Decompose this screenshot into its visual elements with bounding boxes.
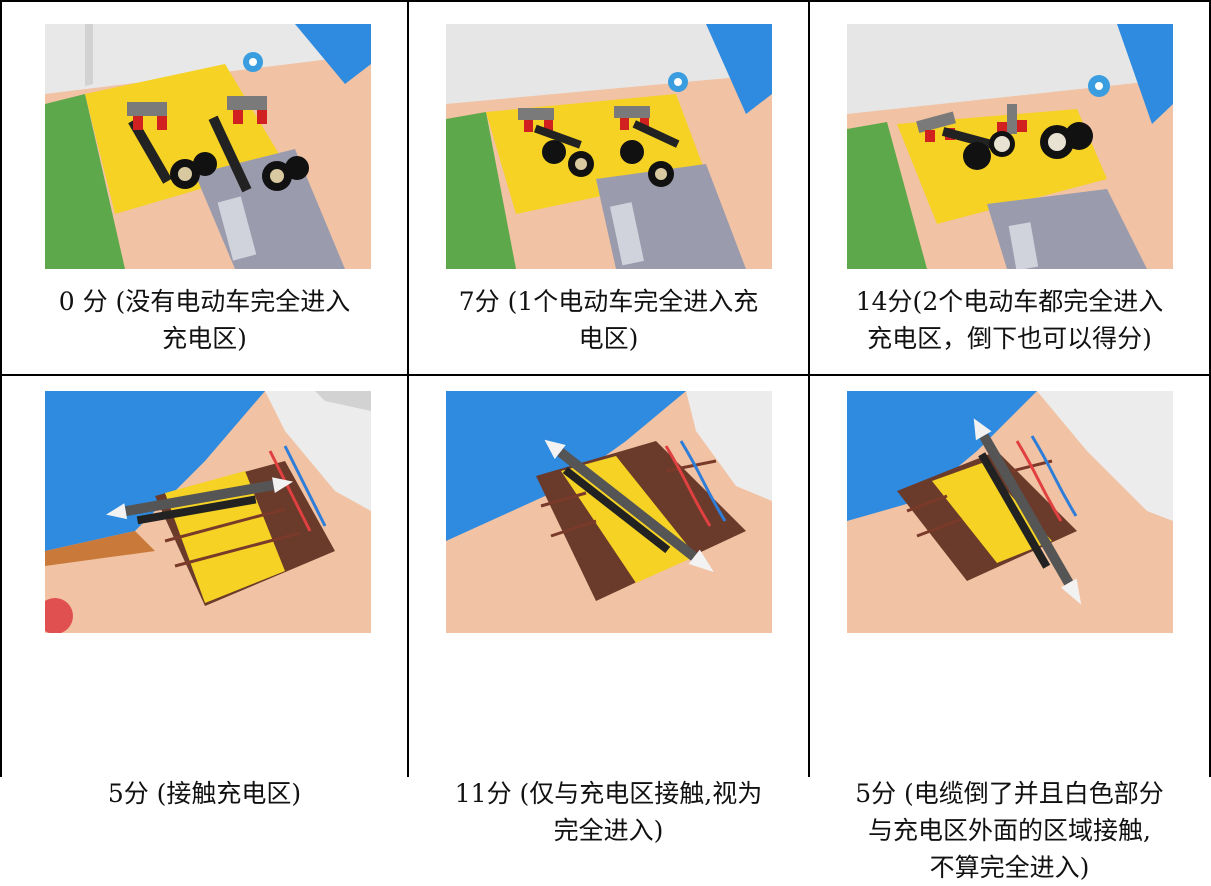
- table-cell: 5分 (电缆倒了并且白色部分 与充电区外面的区域接触, 不算完全进入): [810, 376, 1209, 882]
- table-cell: 5分 (接触充电区): [2, 376, 407, 808]
- score-caption: 5分 (电缆倒了并且白色部分 与充电区外面的区域接触, 不算完全进入): [855, 779, 1164, 882]
- table-cell: 14分(2个电动车都完全进入 充电区，倒下也可以得分): [810, 2, 1209, 374]
- score-caption: 0 分 (没有电动车完全进入 充电区): [58, 287, 351, 353]
- table-divider-row: [0, 374, 1211, 376]
- score-caption: 11分 (仅与充电区接触,视为 完全进入): [454, 779, 763, 845]
- one-vehicle-in-charging-zone-photo: [446, 24, 772, 269]
- cable-fallen-touching-outside-photo: [847, 390, 1173, 633]
- table-divider-col-2: [808, 0, 810, 777]
- score-caption: 7分 (1个电动车完全进入充 电区): [458, 287, 759, 353]
- table-divider-col-1: [407, 0, 409, 777]
- cable-touching-charging-zone-photo: [45, 390, 371, 633]
- two-vehicles-outside-charging-zone-photo: [45, 24, 371, 269]
- table-cell: 7分 (1个电动车完全进入充 电区): [409, 2, 808, 374]
- two-vehicles-in-charging-zone-photo: [847, 24, 1173, 269]
- cable-only-contacting-zone-photo: [446, 390, 772, 633]
- score-caption: 5分 (接触充电区): [107, 779, 302, 808]
- table-cell: 0 分 (没有电动车完全进入 充电区): [2, 2, 407, 374]
- score-caption: 14分(2个电动车都完全进入 充电区，倒下也可以得分): [855, 287, 1164, 353]
- table-border-right: [1209, 0, 1211, 777]
- table-border-left: [0, 0, 2, 777]
- table-border-top: [0, 0, 1211, 2]
- table-cell: 11分 (仅与充电区接触,视为 完全进入): [409, 376, 808, 845]
